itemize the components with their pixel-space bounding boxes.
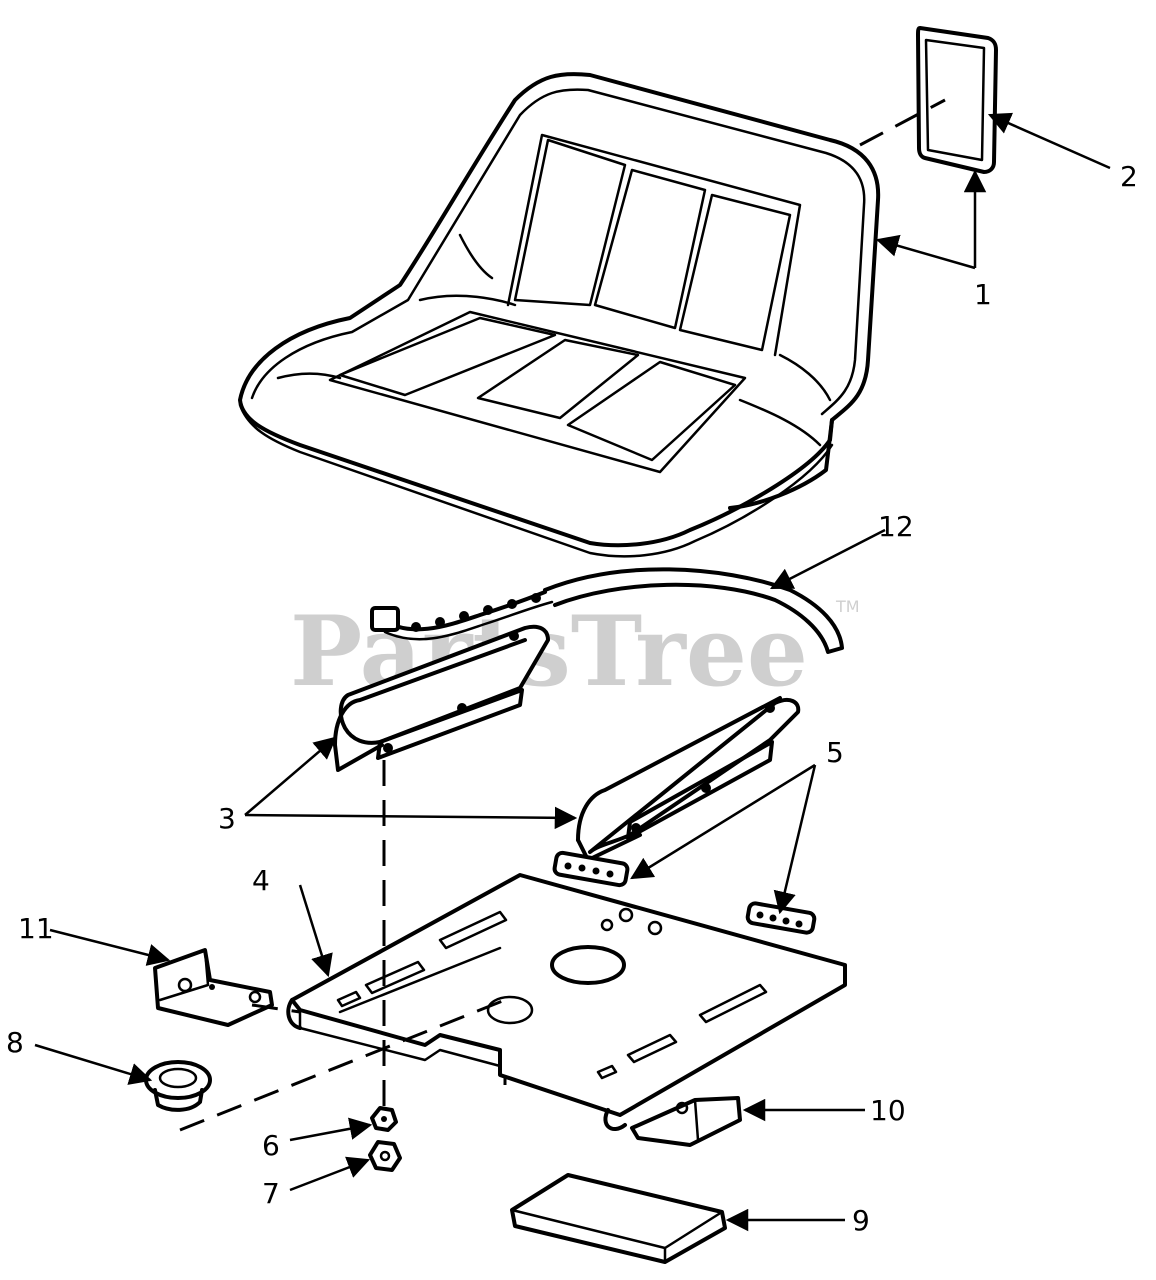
part-seat [238,72,881,558]
part-seat-switch [370,567,844,654]
assembly-lines [179,98,946,1132]
leader-lines [34,112,1111,1232]
part-nut-large [368,1140,402,1172]
part-grommet [144,1060,212,1112]
part-seat-spacer-right [576,696,801,862]
callout-3: 3 [218,802,236,835]
part-bracket-left [153,948,274,1027]
part-seat-plate [286,873,847,1131]
part-pad [510,1173,727,1264]
part-decal [916,26,998,174]
callout-11: 11 [18,912,54,945]
callout-1: 1 [974,278,992,311]
callout-8: 8 [6,1026,24,1059]
callout-2: 2 [1120,160,1138,193]
callout-7: 7 [262,1177,280,1210]
callout-9: 9 [852,1204,870,1237]
part-nut-small [370,1106,398,1132]
part-bracket-right [630,1096,742,1147]
callout-5: 5 [826,736,844,769]
callout-10: 10 [870,1094,906,1127]
part-bumper-a [552,850,630,888]
callout-numbers: 1 2 3 4 5 6 7 8 9 10 11 12 [6,160,1138,1237]
callout-4: 4 [252,864,270,897]
watermark-trademark: TM [835,597,860,616]
callout-12: 12 [878,510,914,543]
callout-6: 6 [262,1129,280,1162]
